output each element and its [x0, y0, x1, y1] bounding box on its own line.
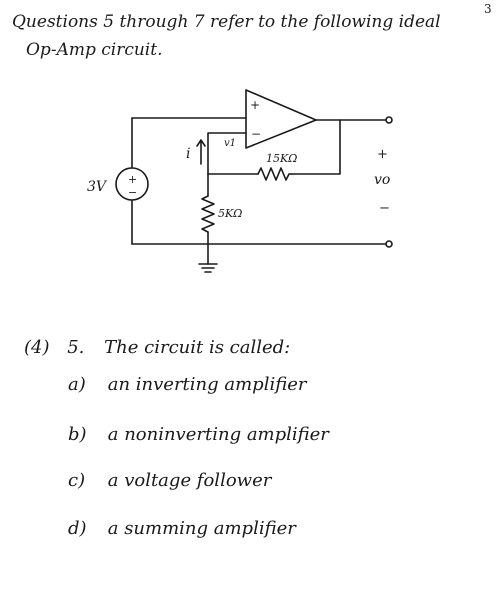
source-minus-label: − — [128, 186, 137, 199]
intro-line-1: Questions 5 through 7 refer to the follo… — [12, 12, 441, 32]
option-text: a summing amplifier — [107, 518, 296, 539]
wire-inverting-input — [207, 132, 247, 175]
question-number: 5. — [67, 337, 85, 358]
circuit-diagram: + − + − 3V i v1 15KΩ 5KΩ + vo − — [87, 89, 393, 273]
output-voltage-label: vo — [374, 172, 390, 188]
current-label: i — [186, 146, 190, 162]
opamp-plus-label: + — [250, 98, 260, 112]
option-letter: b) — [68, 424, 87, 445]
option-text: an inverting amplifier — [107, 374, 307, 395]
feedback-resistor-label: 15KΩ — [266, 152, 297, 165]
source-plus-label: + — [128, 173, 137, 186]
option-letter: c) — [68, 470, 86, 491]
question-5: (4) 5. The circuit is called: — [24, 337, 290, 358]
output-terminal-bottom[interactable] — [385, 240, 393, 248]
option-a[interactable]: a) an inverting amplifier — [68, 374, 306, 395]
question-points: (4) — [24, 337, 50, 358]
output-plus-label: + — [377, 147, 388, 162]
option-d[interactable]: d) a summing amplifier — [68, 518, 296, 539]
wire-feedback-right — [291, 119, 341, 175]
ground-resistor-label: 5KΩ — [218, 207, 242, 220]
option-c[interactable]: c) a voltage follower — [68, 470, 271, 491]
output-terminal-top[interactable] — [385, 116, 393, 124]
voltage-source — [115, 167, 149, 201]
feedback-resistor — [257, 167, 293, 181]
current-arrow — [196, 139, 206, 165]
node-voltage-label: v1 — [224, 138, 236, 149]
option-b[interactable]: b) a noninverting amplifier — [68, 424, 329, 445]
option-text: a noninverting amplifier — [107, 424, 329, 445]
option-letter: d) — [68, 518, 87, 539]
output-minus-label: − — [379, 201, 390, 216]
intro-line-2: Op-Amp circuit. — [26, 40, 163, 60]
source-voltage-label: 3V — [87, 179, 108, 195]
opamp-minus-label: − — [251, 127, 261, 141]
ground-resistor — [201, 195, 215, 233]
question-text: The circuit is called: — [104, 337, 291, 358]
option-letter: a) — [68, 374, 86, 395]
page-number: 3 — [484, 2, 492, 16]
opamp-triangle — [245, 89, 317, 149]
ground-symbol — [198, 263, 218, 273]
option-text: a voltage follower — [107, 470, 272, 491]
